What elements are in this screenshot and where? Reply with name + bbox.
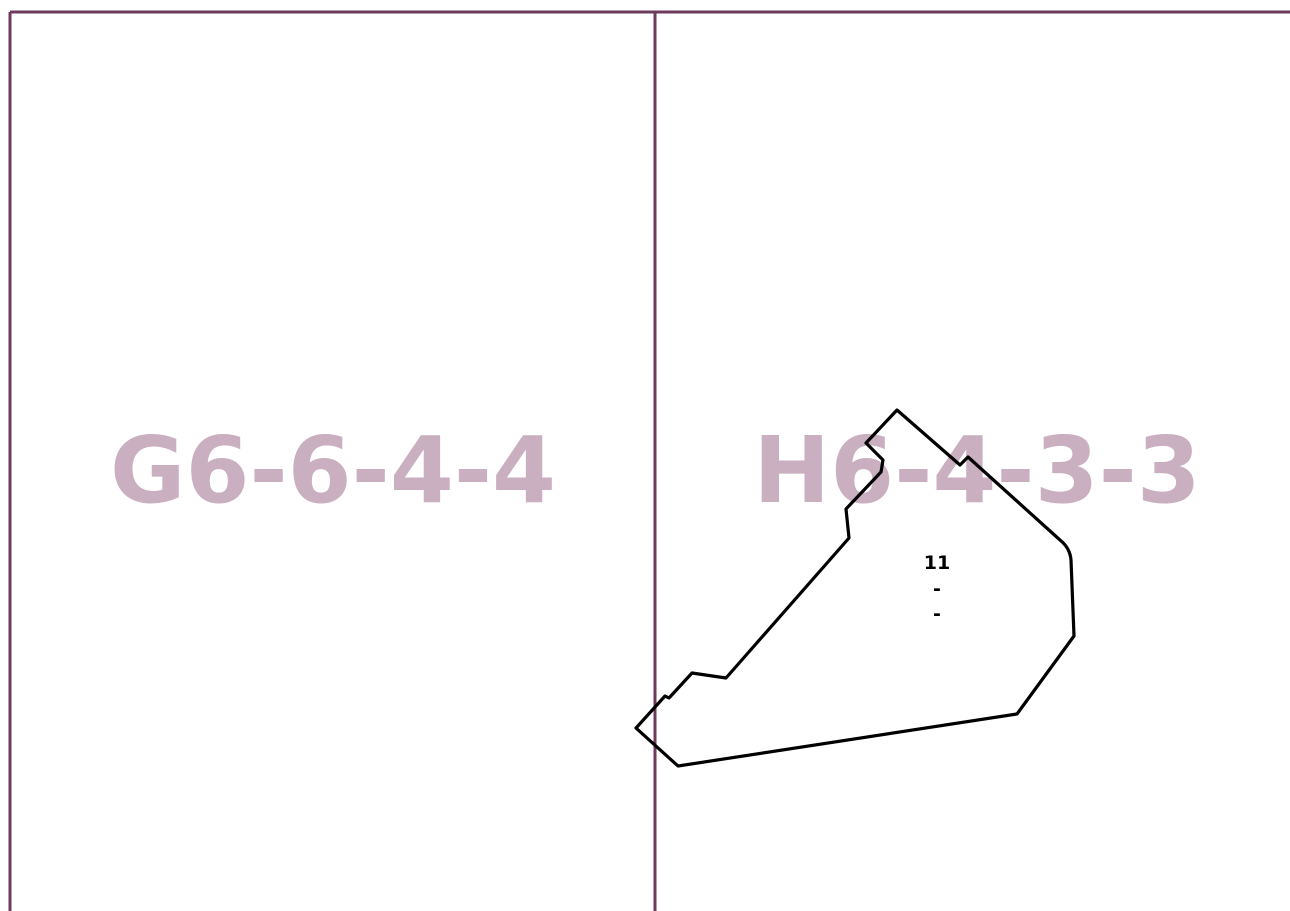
parcel-label-number: 11 xyxy=(924,552,950,574)
parcel-label-line-2: - xyxy=(933,578,941,600)
parcel-outline[interactable] xyxy=(634,408,1076,768)
sheet-grid xyxy=(8,10,1290,911)
parcel-label-line-3: - xyxy=(933,603,941,625)
sheet-label-left: G6-6-4-4 xyxy=(110,417,556,524)
sheet-label-right: H6-4-3-3 xyxy=(753,417,1201,524)
